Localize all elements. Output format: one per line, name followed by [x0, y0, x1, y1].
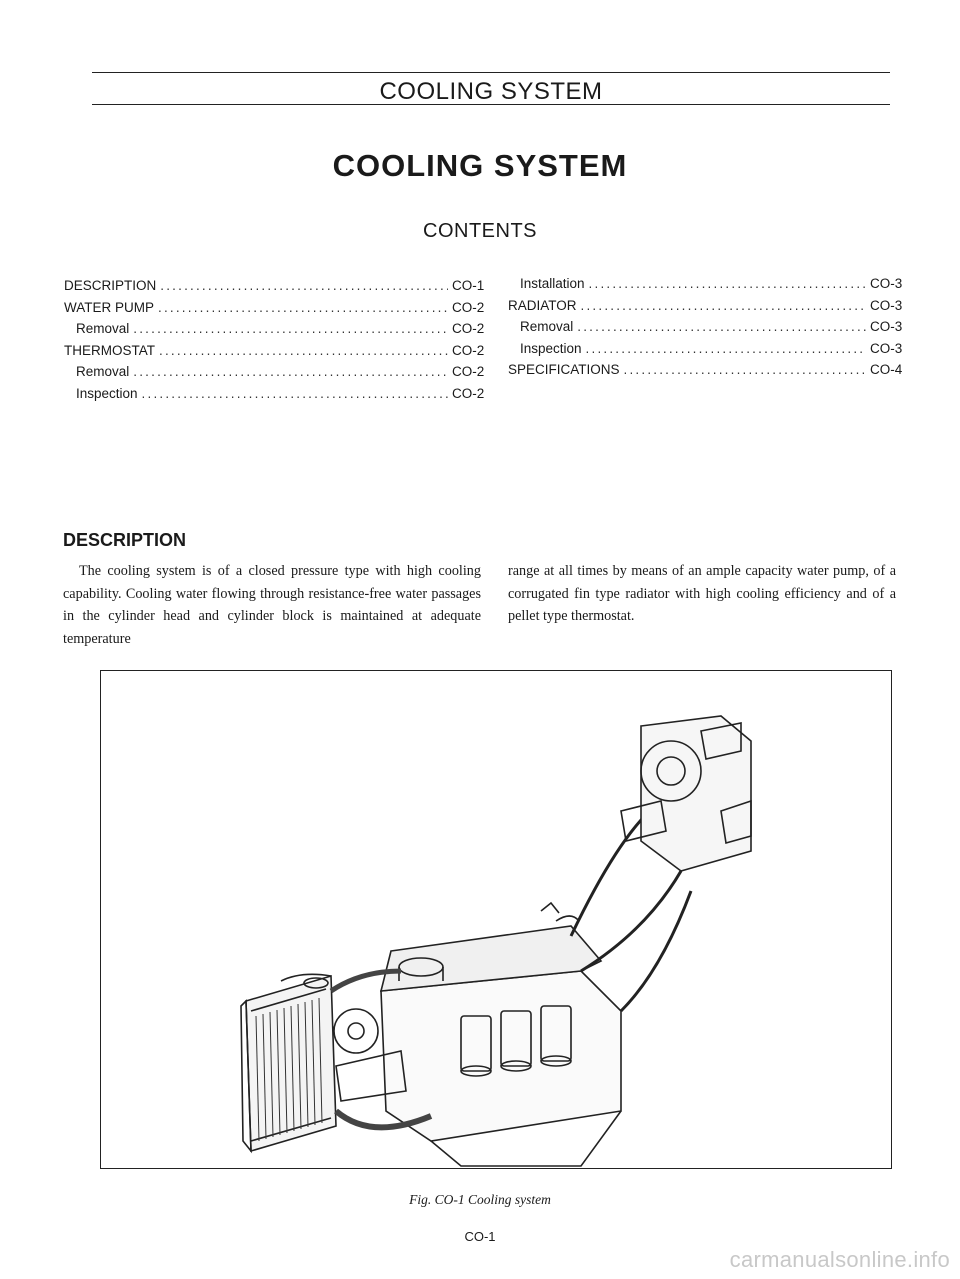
toc-entry-label: Removal — [76, 321, 130, 336]
toc-leader-dots — [577, 319, 866, 334]
toc-leader-dots — [133, 364, 448, 379]
toc-entry: Installation CO-3 — [508, 276, 906, 298]
toc-entry-page: CO-2 — [452, 299, 485, 315]
toc-entry-label: THERMOSTAT — [64, 342, 155, 358]
toc-entry-label: SPECIFICATIONS — [508, 362, 620, 377]
toc-entry: SPECIFICATIONS CO-4 — [508, 362, 906, 384]
toc-entry-label: Installation — [520, 276, 585, 291]
toc-entry-page: CO-1 — [452, 278, 485, 293]
toc-leader-dots — [589, 276, 866, 291]
watermark: carmanualsonline.info — [729, 1247, 950, 1272]
running-header: COOLING SYSTEM — [92, 58, 890, 105]
contents-title: CONTENTS — [423, 220, 537, 242]
toc-entry-page: CO-2 — [452, 364, 485, 379]
toc-leader-dots — [158, 300, 448, 315]
toc-entry-label: Inspection — [520, 340, 582, 356]
header-rule-top — [92, 72, 890, 73]
toc-entry-page: CO-3 — [870, 276, 903, 291]
toc-entry-page: CO-2 — [452, 342, 485, 358]
engine-illustration — [240, 715, 752, 1167]
toc-entry-label: DESCRIPTION — [64, 278, 157, 293]
toc-entry-page: CO-3 — [870, 319, 903, 334]
toc-leader-dots — [586, 341, 866, 356]
toc-entry: DESCRIPTION CO-1 — [64, 278, 488, 300]
toc-entry: Removal CO-2 — [64, 321, 488, 343]
toc-entry: THERMOSTAT CO-2 — [64, 343, 488, 365]
toc-leader-dots — [142, 386, 448, 401]
toc-entry-page: CO-2 — [452, 321, 485, 336]
toc-leader-dots — [624, 362, 866, 377]
toc-entry: WATER PUMP CO-2 — [64, 300, 488, 322]
page-number: CO-1 — [464, 1229, 496, 1244]
toc-entry-page: CO-3 — [870, 297, 903, 313]
toc-entry-page: CO-4 — [870, 362, 903, 377]
running-title: COOLING SYSTEM — [379, 78, 603, 105]
toc-entry: Inspection CO-3 — [508, 341, 906, 363]
toc-entry: Removal CO-3 — [508, 319, 906, 341]
toc-entry-label: Removal — [76, 364, 130, 379]
toc-entry-label: Removal — [520, 319, 574, 334]
toc-leader-dots — [159, 343, 448, 358]
figure-caption: Fig. CO-1 Cooling system — [409, 1192, 551, 1207]
toc-entry-page: CO-2 — [452, 385, 485, 401]
toc-leader-dots — [581, 298, 866, 313]
page-title: COOLING SYSTEM — [332, 148, 628, 183]
toc-leader-dots — [133, 321, 448, 336]
toc-entry: Inspection CO-2 — [64, 386, 488, 408]
toc-entry-label: RADIATOR — [508, 297, 577, 313]
description-text-left: The cooling system is of a closed pressu… — [63, 563, 481, 647]
toc-entry: Removal CO-2 — [64, 364, 488, 386]
toc-entry-label: Inspection — [76, 385, 138, 401]
toc-entry-label: WATER PUMP — [64, 299, 154, 315]
header-rule-bottom — [92, 104, 890, 105]
figure-cooling-system — [100, 670, 892, 1169]
toc-right-column: InstallationCO-3RADIATORCO-3RemovalCO-3I… — [508, 276, 906, 384]
toc-entry-page: CO-3 — [870, 340, 903, 356]
toc-leader-dots — [160, 278, 448, 293]
radiator-drawing — [240, 974, 337, 1154]
section-heading: DESCRIPTION — [63, 530, 187, 550]
toc-entry: RADIATOR CO-3 — [508, 298, 906, 320]
description-text-right: range at all times by means of an ample … — [508, 563, 896, 624]
